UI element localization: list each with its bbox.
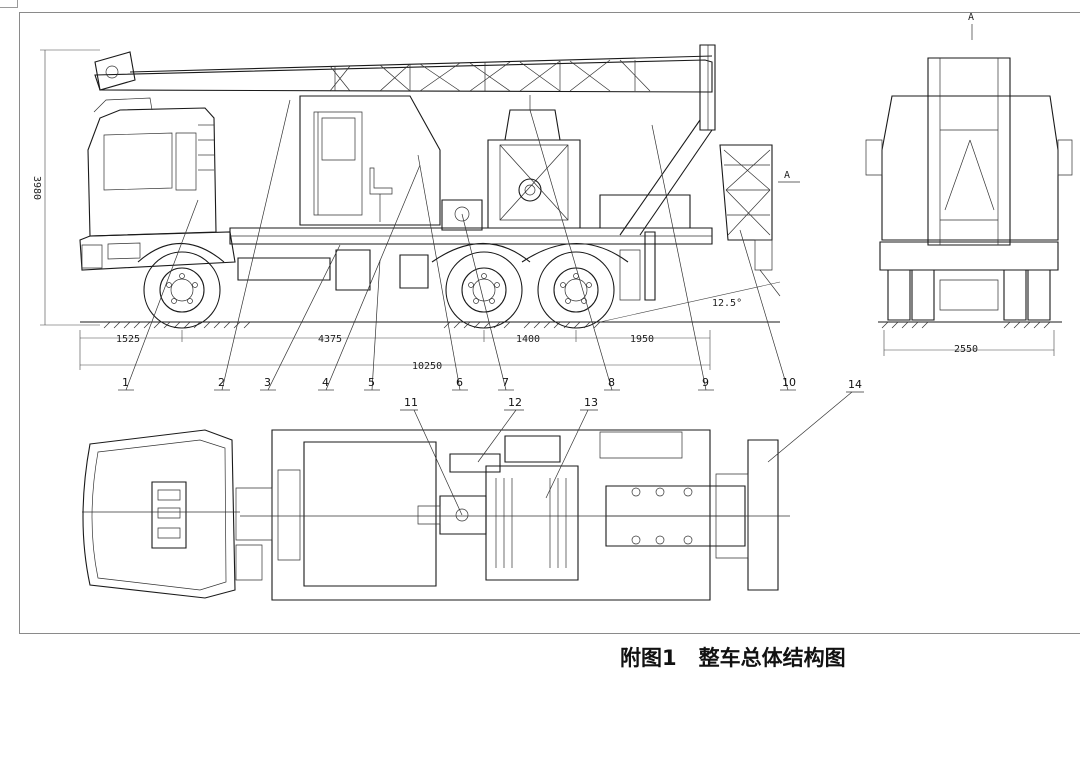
- callout-12: 12: [508, 396, 522, 409]
- callout-10: 10: [782, 376, 796, 389]
- callout-8: 8: [608, 376, 615, 389]
- figure-title: 整车总体结构图: [698, 646, 846, 670]
- callout-1: 1: [122, 376, 129, 389]
- drawing-frame: [19, 12, 1080, 634]
- dim-front-overhang: 1525: [116, 334, 140, 345]
- callout-6: 6: [456, 376, 463, 389]
- callout-7: 7: [502, 376, 509, 389]
- view-mark-rear: A: [968, 12, 974, 23]
- callout-3: 3: [264, 376, 271, 389]
- side-view: 3980: [31, 44, 800, 391]
- callout-4: 4: [322, 376, 329, 389]
- dim-wheelbase: 4375: [318, 334, 342, 345]
- callout-5: 5: [368, 376, 375, 389]
- dim-height: 3980: [31, 176, 42, 200]
- callout-11: 11: [404, 396, 418, 409]
- dim-angle: 12.5°: [712, 298, 742, 309]
- dim-overall-length: 10250: [412, 361, 442, 372]
- callout-2: 2: [218, 376, 225, 389]
- frame-corner-mark: [0, 0, 18, 8]
- dim-width: 2550: [954, 344, 978, 355]
- top-view: 11 12 13 14: [82, 378, 864, 601]
- rear-view: A: [865, 12, 1073, 356]
- dim-rear-overhang: 1950: [630, 334, 654, 345]
- dim-axle-spacing: 1400: [516, 334, 540, 345]
- figure-caption: 附图1 整车总体结构图: [620, 640, 1040, 674]
- callout-9: 9: [702, 376, 709, 389]
- callout-14: 14: [848, 378, 862, 391]
- figure-number: 附图1: [620, 646, 677, 670]
- callout-13: 13: [584, 396, 598, 409]
- view-mark-side: A: [784, 170, 790, 181]
